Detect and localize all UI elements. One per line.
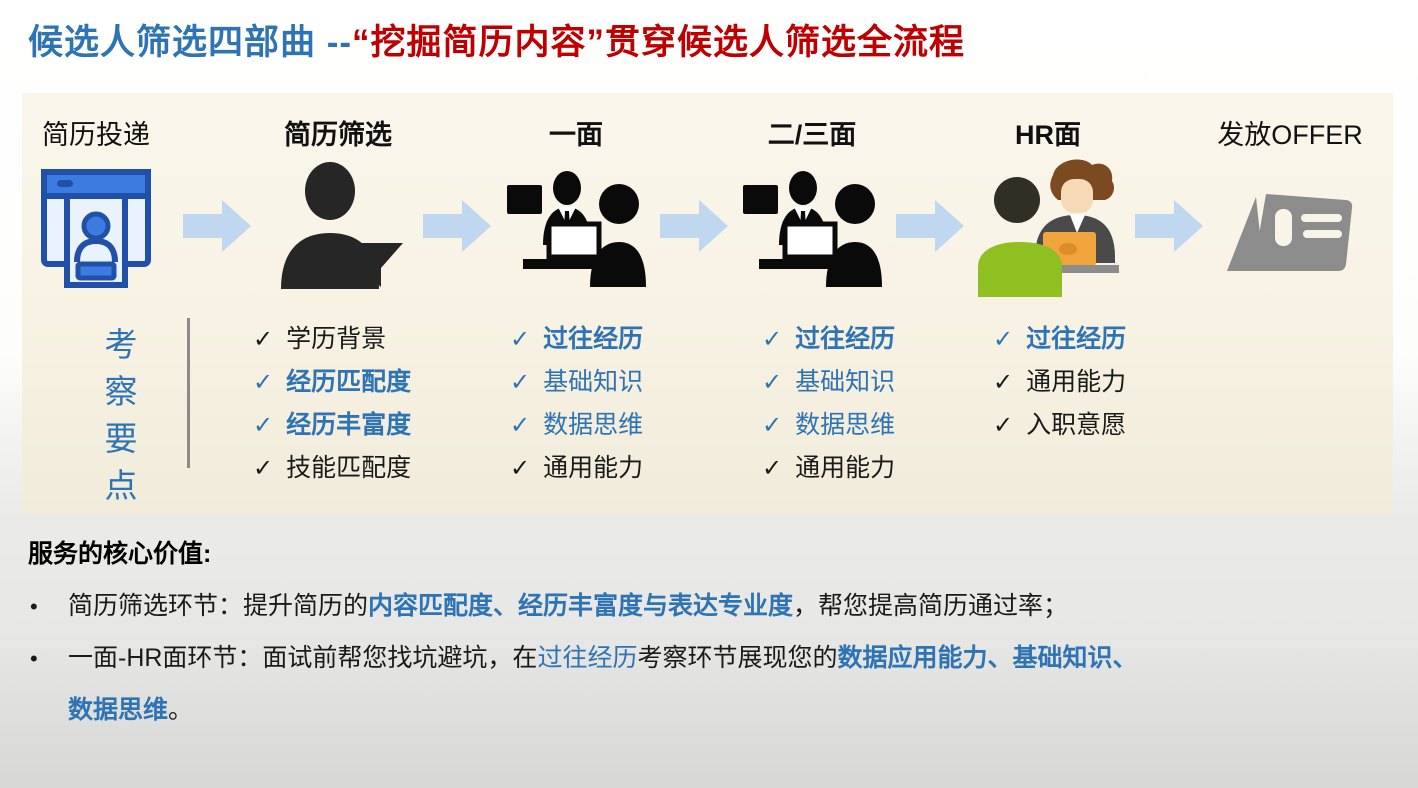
criteria-item: ✓ 经历丰富度 [253,405,411,448]
bullet-segment: 简历筛选环节：提升简历的 [68,592,369,620]
check-icon: ✓ [762,412,783,439]
check-icon: ✓ [510,412,531,439]
criteria-column-hr-interview: ✓ 过往经历 ✓ 通用能力 ✓ 入职意愿 [993,319,1126,448]
criteria-item: ✓ 通用能力 [510,448,643,491]
criteria-item: ✓ 数据思维 [762,405,895,448]
criteria-item: ✓ 入职意愿 [993,405,1126,448]
stage-label-resume-submit: 简历投递 [42,120,150,150]
flow-arrow-icon [423,200,491,257]
bullet-segment: 考察环节展现您的 [637,644,838,672]
criteria-item: ✓ 数据思维 [510,405,643,448]
criteria-item: ✓ 经历匹配度 [253,362,411,405]
criteria-item: ✓ 通用能力 [993,362,1126,405]
bullet-segment: 数据应用能力、基础知识、 [837,644,1138,672]
stage-label-offer: 发放OFFER [1217,120,1363,150]
check-icon: ✓ [510,326,531,353]
check-icon: ✓ [510,455,531,482]
check-icon: ✓ [510,369,531,396]
bullet-icon: • [30,594,38,619]
criteria-item-label: 经历丰富度 [286,411,412,439]
criteria-item-label: 数据思维 [543,411,644,439]
interview-desk-icon [742,171,882,292]
criteria-item-label: 基础知识 [795,368,896,396]
criteria-column-first-interview: ✓ 过往经历 ✓ 基础知识 ✓ 数据思维 ✓ 通用能力 [510,319,643,491]
check-icon: ✓ [253,326,274,353]
criteria-column-second-third-interview: ✓ 过往经历 ✓ 基础知识 ✓ 数据思维 ✓ 通用能力 [762,319,895,491]
criteria-axis-divider [187,318,190,468]
check-icon: ✓ [253,455,274,482]
criteria-item: ✓ 学历背景 [253,319,411,362]
page-title-blue-part: 候选人筛选四部曲 -- [28,23,353,62]
criteria-item: ✓ 通用能力 [762,448,895,491]
footer-heading: 服务的核心价值: [28,540,212,568]
flow-arrow-icon [660,200,728,257]
check-icon: ✓ [993,326,1014,353]
criteria-item: ✓ 基础知识 [510,362,643,405]
criteria-item: ✓ 过往经历 [510,319,643,362]
value-bullet-resume-screen: • 简历筛选环节：提升简历的内容匹配度、经历丰富度与表达专业度，帮您提高简历通过… [30,586,1068,622]
criteria-axis-label: 考察要点 [104,326,138,504]
criteria-item: ✓ 基础知识 [762,362,895,405]
check-icon: ✓ [762,455,783,482]
resume-document-icon [40,165,152,294]
bullet-segment: 过往经历 [537,644,638,672]
person-funnel-icon [273,159,403,294]
criteria-item-label: 过往经历 [543,325,644,353]
stage-label-resume-screen: 简历筛选 [284,120,392,150]
criteria-item-label: 技能匹配度 [286,454,412,482]
page-title-red-part: “挖掘简历内容”贯穿候选人筛选全流程 [352,23,966,62]
check-icon: ✓ [253,412,274,439]
bullet-segment: 内容匹配度、经历丰富度与表达专业度 [368,592,794,620]
criteria-item: ✓ 过往经历 [993,319,1126,362]
flow-arrow-icon [1135,200,1203,257]
stage-label-hr-interview: HR面 [1015,120,1081,150]
criteria-item-label: 经历匹配度 [286,368,412,396]
bullet-segment: 一面-HR面环节：面试前帮您找坑避坑，在 [68,644,538,672]
criteria-item-label: 通用能力 [795,454,896,482]
flow-arrow-icon [183,200,251,257]
stage-label-first-interview: 一面 [549,120,603,150]
criteria-item-label: 过往经历 [795,325,896,353]
bullet-segment: 数据思维 [68,696,169,724]
criteria-item-label: 数据思维 [795,411,896,439]
check-icon: ✓ [993,412,1014,439]
bullet-icon: • [30,646,38,671]
interview-desk-icon [506,171,646,292]
criteria-item-label: 通用能力 [543,454,644,482]
offer-card-icon [1225,189,1355,280]
bullet-segment: 。 [168,696,194,724]
criteria-item-label: 通用能力 [1026,368,1127,396]
criteria-item-label: 学历背景 [286,325,387,353]
criteria-item: ✓ 过往经历 [762,319,895,362]
check-icon: ✓ [253,369,274,396]
bullet-segment: ，帮您提高简历通过率； [793,592,1069,620]
process-flow-panel: 简历投递 简历筛选 一面 二/三面 HR面 发放OFFER [22,93,1393,515]
check-icon: ✓ [762,369,783,396]
hr-interview-icon [973,155,1123,302]
criteria-item-label: 入职意愿 [1026,411,1127,439]
criteria-item-label: 基础知识 [543,368,644,396]
criteria-item-label: 过往经历 [1026,325,1127,353]
check-icon: ✓ [762,326,783,353]
flow-arrow-icon [896,200,964,257]
value-bullet-interviews: • 一面-HR面环节：面试前帮您找坑避坑，在过往经历考察环节展现您的数据应用能力… [30,638,1137,674]
criteria-column-resume-screen: ✓ 学历背景 ✓ 经历匹配度 ✓ 经历丰富度 ✓ 技能匹配度 [253,319,411,491]
page-title: 候选人筛选四部曲 --“挖掘简历内容”贯穿候选人筛选全流程 [28,14,965,65]
check-icon: ✓ [993,369,1014,396]
criteria-item: ✓ 技能匹配度 [253,448,411,491]
value-bullet-continuation: 数据思维。 [68,690,193,726]
stage-label-second-third-interview: 二/三面 [767,120,857,150]
